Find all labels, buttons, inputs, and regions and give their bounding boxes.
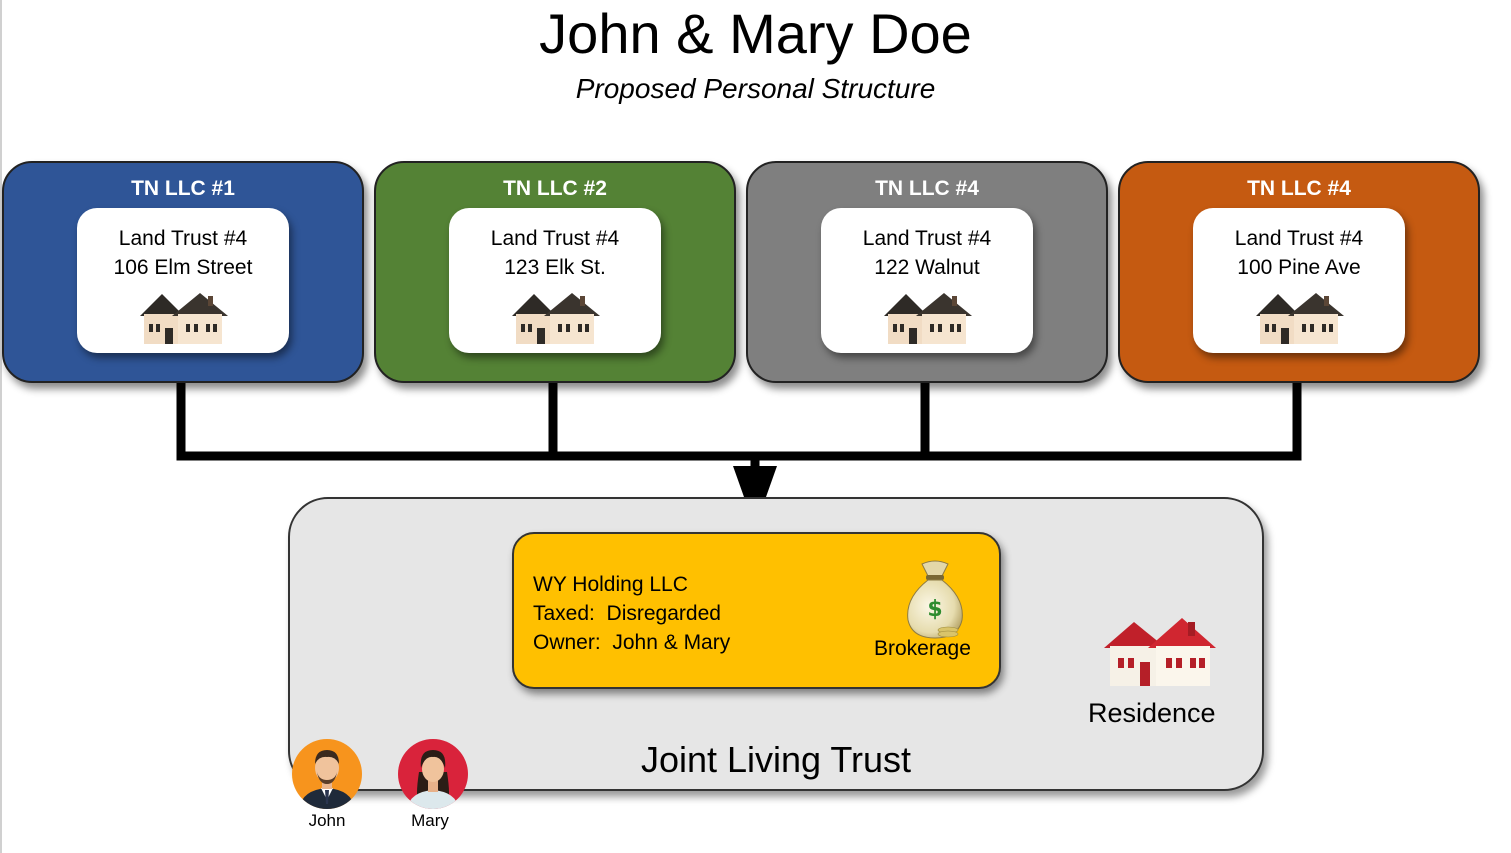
llc-box-2: TN LLC #2 Land Trust #4 123 Elk St. [374, 161, 736, 383]
land-trust-address: 106 Elm Street [113, 256, 253, 279]
land-trust-card: Land Trust #4 122 Walnut [821, 208, 1033, 353]
house-icon [1104, 618, 1216, 686]
house-icon [140, 293, 228, 344]
llc-label: TN LLC #2 [503, 177, 607, 200]
llc-box-1: TN LLC #1 Land Trust #4 106 Elm Street [2, 161, 364, 383]
land-trust-address: 123 Elk St. [504, 256, 606, 279]
holding-name: WY Holding LLC [533, 573, 688, 596]
house-icon [884, 293, 972, 344]
residence-label: Residence [1088, 698, 1216, 728]
joint-living-trust-box: WY Holding LLC Taxed: Disregarded Owner:… [288, 497, 1264, 791]
holding-owner: Owner: John & Mary [533, 631, 731, 654]
page-edge [0, 0, 2, 853]
page-subtitle: Proposed Personal Structure [575, 73, 936, 104]
svg-text:$: $ [927, 597, 942, 622]
land-trust-address: 100 Pine Ave [1237, 256, 1361, 279]
llc-label: TN LLC #4 [1247, 177, 1351, 200]
joint-living-trust-label: Joint Living Trust [640, 739, 912, 780]
llc-label: TN LLC #1 [131, 177, 235, 200]
land-trust-card: Land Trust #4 106 Elm Street [77, 208, 289, 353]
john-avatar [292, 739, 362, 809]
holding-taxed: Taxed: Disregarded [533, 602, 721, 625]
wy-holding-box: WY Holding LLC Taxed: Disregarded Owner:… [512, 532, 1001, 689]
house-icon [512, 293, 600, 344]
mary-label: Mary [411, 811, 449, 830]
land-trust-name: Land Trust #4 [490, 227, 620, 250]
john-label: John [308, 811, 346, 830]
land-trust-name: Land Trust #4 [1234, 227, 1364, 250]
land-trust-name: Land Trust #4 [862, 227, 992, 250]
land-trust-address: 122 Walnut [874, 256, 980, 279]
land-trust-card: Land Trust #4 123 Elk St. [449, 208, 661, 353]
brokerage-label: Brokerage [874, 637, 971, 660]
llc-label: TN LLC #4 [875, 177, 979, 200]
mary-avatar [398, 739, 468, 809]
house-icon [1256, 293, 1344, 344]
land-trust-name: Land Trust #4 [118, 227, 248, 250]
page-title: John & Mary Doe [539, 2, 972, 65]
land-trust-card: Land Trust #4 100 Pine Ave [1193, 208, 1405, 353]
llc-box-3: TN LLC #4 Land Trust #4 122 Walnut [746, 161, 1108, 383]
llc-box-4: TN LLC #4 Land Trust #4 100 Pine Ave [1118, 161, 1480, 383]
money-bag-icon: $ [907, 560, 963, 639]
